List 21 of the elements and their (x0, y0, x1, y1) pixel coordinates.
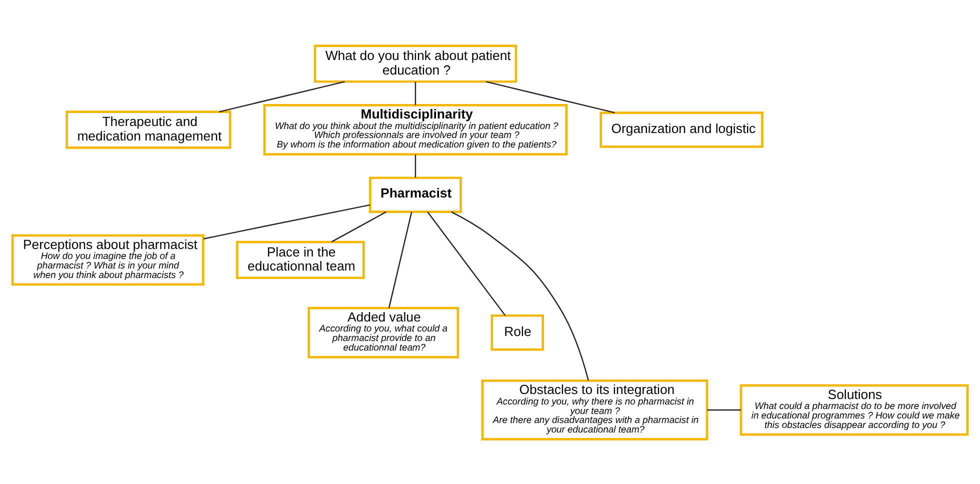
node-box: Therapeutic and medication management (66, 110, 232, 148)
connector (707, 408, 741, 410)
connector (414, 154, 416, 178)
connector (486, 80, 615, 113)
connector (203, 204, 370, 239)
node-box: Solutions What could a pharmacist do to be more involved in educational programmes ? How could we make this obstacles disappear according to you ? (740, 384, 969, 436)
node-box: Place in the educationnal team (236, 240, 365, 279)
node-box: Organization and logistic (600, 111, 764, 148)
node-box: Multidisciplinarity What do you think about the multidisciplinarity in patient education ? Which professionnals are involved in your team ? By whom is the information about medication given to the patients? (263, 104, 568, 155)
node-box: Obstacles to its integration According to you, why there is no pharmacist in your team ? Are there any disadvantages with a pharmacist in your educational team? (481, 379, 708, 440)
connector (219, 80, 345, 112)
node-box: Perceptions about pharmacist How do you imagine the job of a pharmacist ? What is in your mind when you think about pharmacists ? (11, 234, 204, 286)
node-box: Added value According to you, what could a pharmacist provide to an educationnal team? (308, 306, 460, 358)
connector (388, 211, 412, 308)
node-box: What do you think about patient education ? (314, 44, 518, 82)
connector (427, 211, 506, 316)
node-box: Pharmacist (369, 176, 462, 213)
connector (414, 81, 416, 105)
connector (331, 210, 386, 242)
node-box: Role (490, 314, 544, 350)
connector (451, 210, 590, 380)
